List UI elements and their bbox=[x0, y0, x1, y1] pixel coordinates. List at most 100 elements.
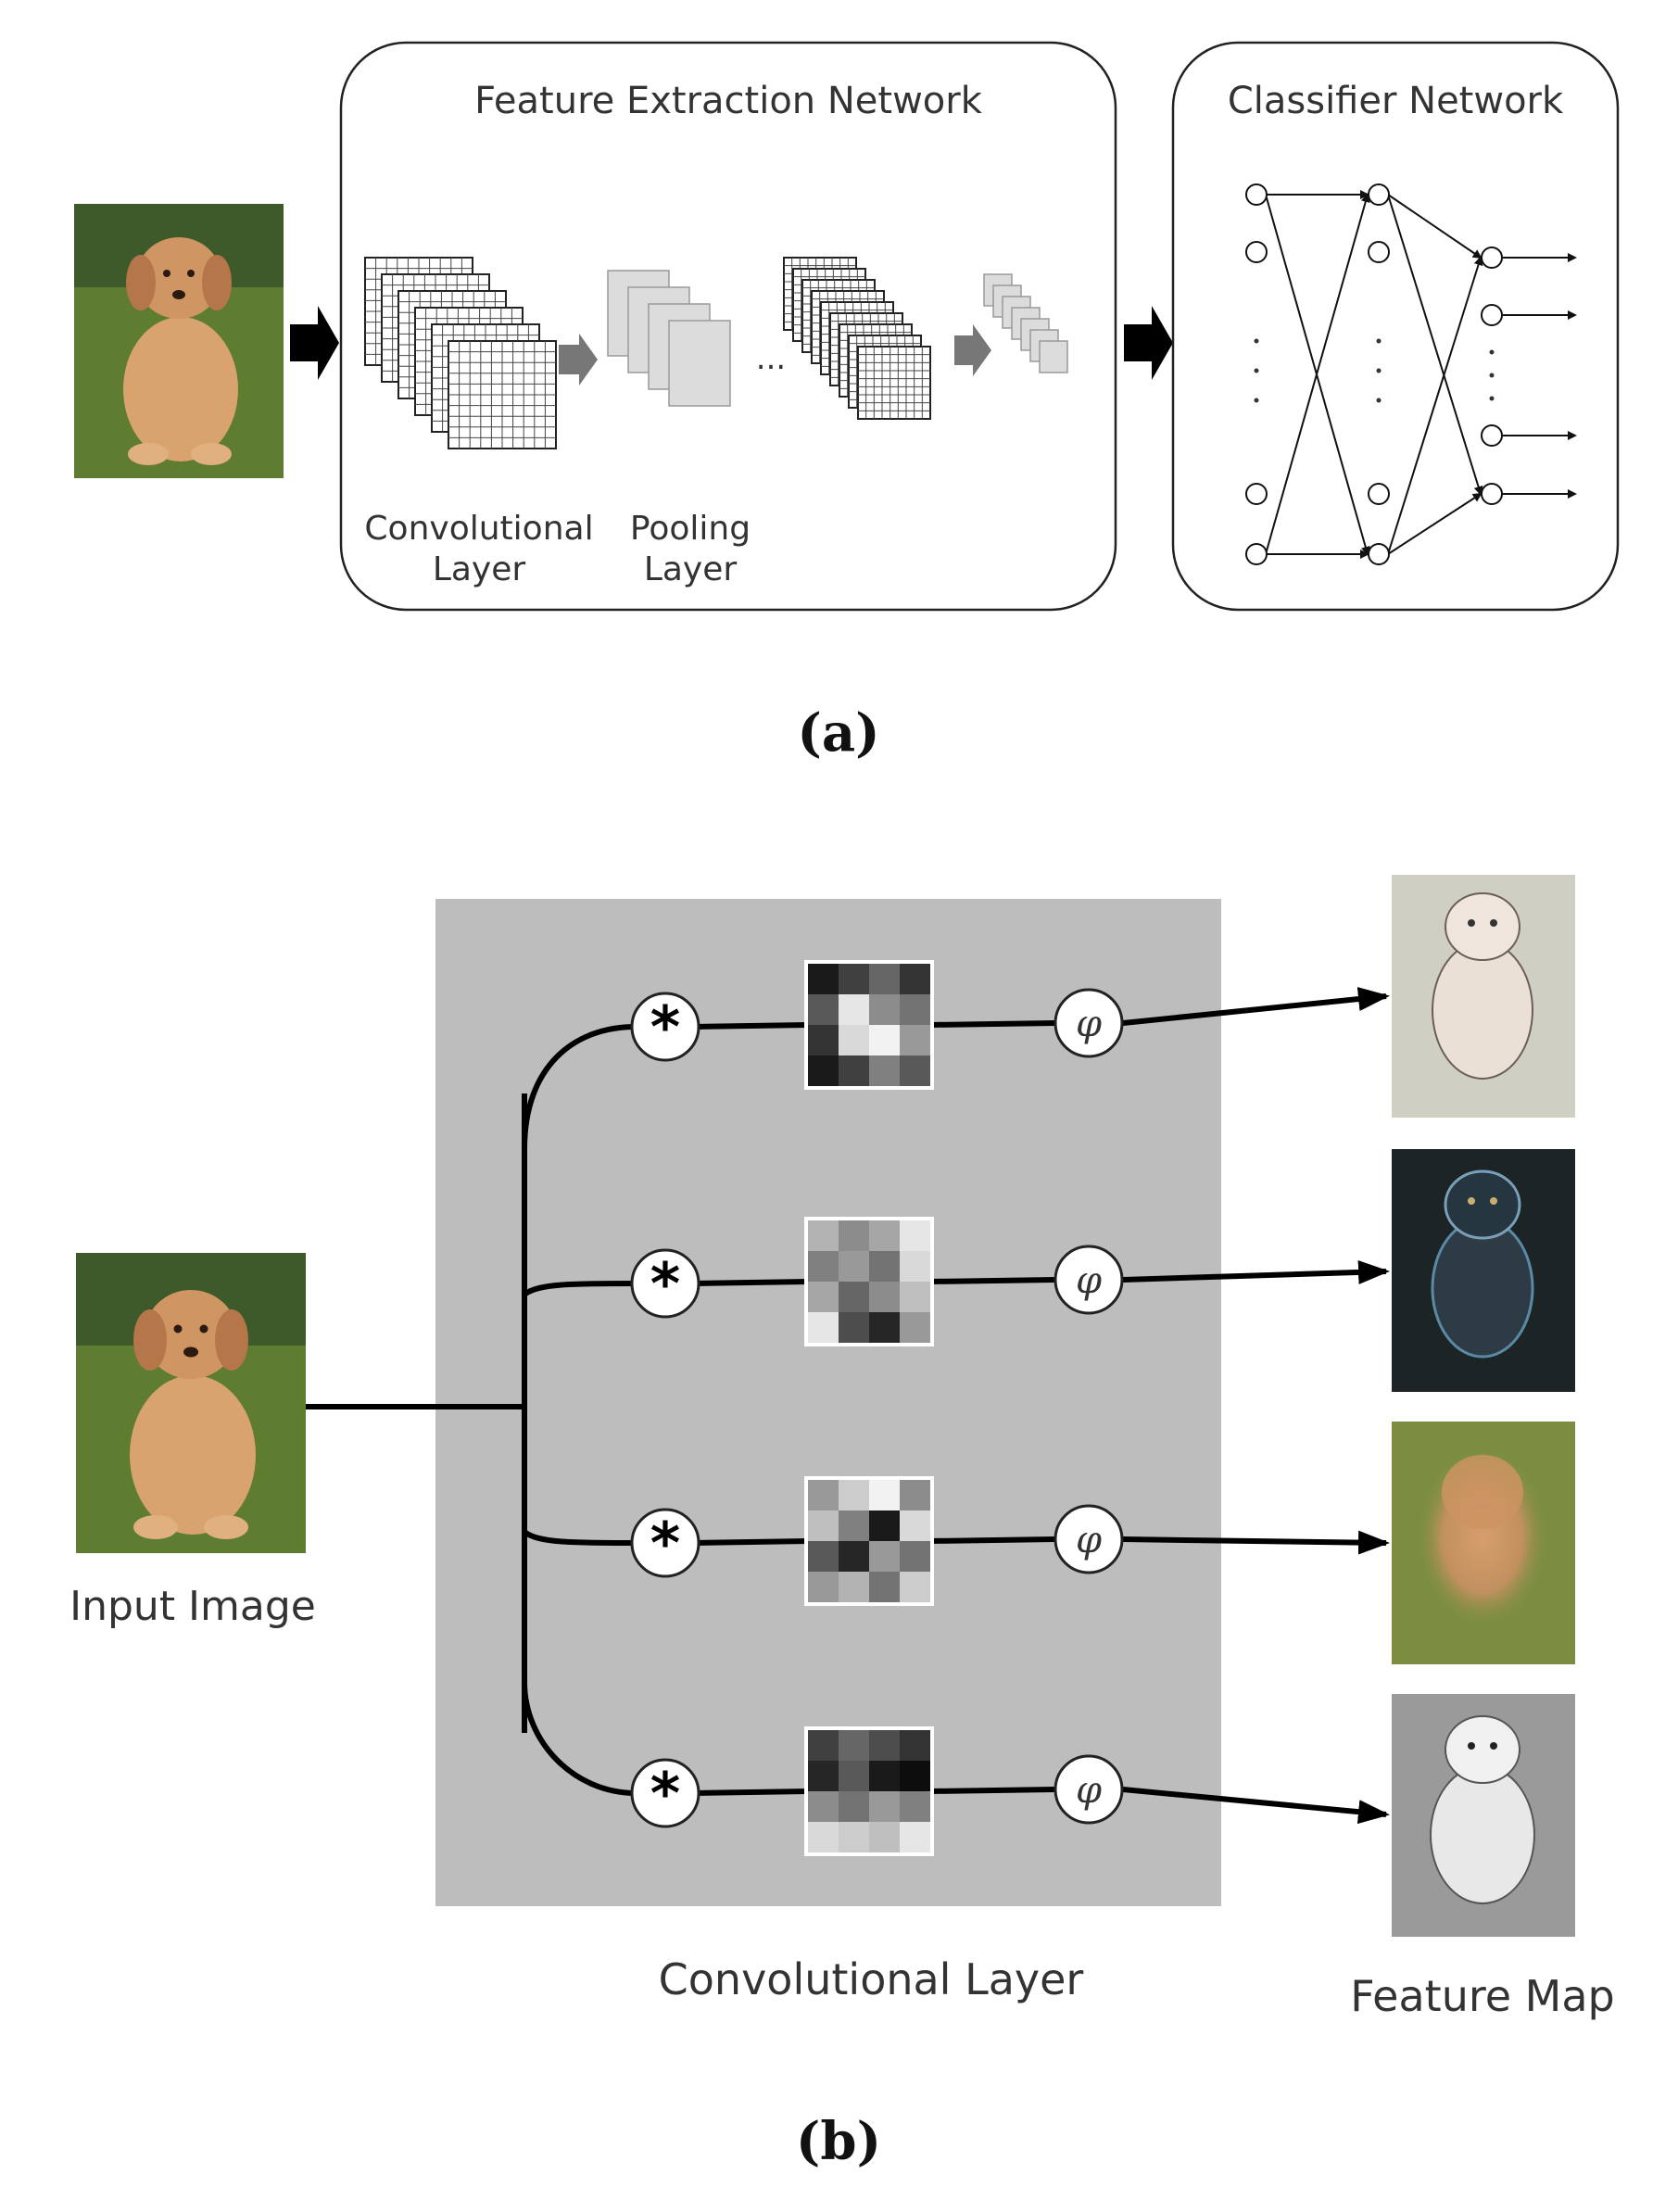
neuron bbox=[1245, 183, 1268, 206]
kernel-cell bbox=[839, 1220, 869, 1251]
branch-curve bbox=[523, 1281, 637, 1297]
kernel-cell bbox=[900, 1791, 930, 1822]
kernel-cell bbox=[900, 1312, 930, 1343]
network-edge bbox=[1387, 194, 1483, 496]
network-edge bbox=[1387, 492, 1482, 555]
caption-a: (a) bbox=[797, 702, 879, 764]
kernel-cell bbox=[900, 994, 930, 1025]
conv-layer-label-line1: Convolutional bbox=[364, 510, 593, 548]
neuron bbox=[1368, 183, 1390, 206]
kernel-cell bbox=[808, 1510, 839, 1541]
neuron bbox=[1368, 543, 1390, 565]
kernel-cell bbox=[869, 994, 900, 1025]
kernel-cell bbox=[808, 1025, 839, 1055]
convolution-symbol: * bbox=[650, 1510, 680, 1577]
kernel-cell bbox=[839, 1251, 869, 1282]
kernel-cell bbox=[869, 1251, 900, 1282]
convolutional-layer-label: Convolutional Layer bbox=[659, 1954, 1084, 2004]
input-photo-b bbox=[76, 1253, 306, 1553]
kernel-cell bbox=[808, 994, 839, 1025]
kernel-cell bbox=[869, 1761, 900, 1791]
kernel-cell bbox=[808, 1541, 839, 1572]
kernel-cell bbox=[839, 1282, 869, 1312]
conv-to-pool-arrow-deep bbox=[954, 324, 991, 376]
feature-map-3 bbox=[1392, 1422, 1575, 1664]
pool-layer-label-line1: Pooling bbox=[630, 510, 751, 548]
kernel-cell bbox=[839, 1480, 869, 1510]
neuron bbox=[1368, 241, 1390, 263]
kernel-cell bbox=[839, 1791, 869, 1822]
neuron bbox=[1245, 241, 1268, 263]
neuron bbox=[1481, 424, 1503, 447]
pool-layer-label-line2: Layer bbox=[644, 550, 738, 588]
panel-a: Feature Extraction Network ... Convoluti… bbox=[74, 41, 1620, 764]
kernel-cell bbox=[839, 1510, 869, 1541]
activation-operator bbox=[1053, 988, 1124, 1058]
kernel-cell bbox=[839, 1055, 869, 1086]
deep-pool-map-sheet bbox=[1039, 340, 1068, 373]
convolution-symbol: * bbox=[650, 1250, 680, 1318]
ellipsis-dot bbox=[1376, 398, 1382, 403]
branch-line bbox=[929, 1277, 1055, 1284]
convolutional-layer-stack bbox=[364, 257, 557, 449]
ellipsis-dot bbox=[1489, 396, 1495, 401]
kernel-cell bbox=[869, 1541, 900, 1572]
feature-map-4 bbox=[1392, 1694, 1575, 1937]
activation-symbol: φ bbox=[1076, 1519, 1102, 1561]
kernel-cell bbox=[839, 1312, 869, 1343]
pooling-layer-stack bbox=[607, 270, 731, 407]
ellipsis-dot bbox=[1376, 368, 1382, 373]
kernel-cell bbox=[839, 1761, 869, 1791]
feature-extraction-title: Feature Extraction Network bbox=[474, 80, 983, 122]
branch-curve bbox=[522, 1681, 637, 1796]
kernel-cell bbox=[808, 1572, 839, 1602]
pooling-layer-stack-deep bbox=[983, 273, 1068, 373]
kernel-cell bbox=[808, 1055, 839, 1086]
kernel-cell bbox=[869, 1791, 900, 1822]
branch-line bbox=[694, 1789, 809, 1796]
branch-line bbox=[694, 1538, 809, 1546]
kernel-cell bbox=[900, 1541, 930, 1572]
branch-arrow bbox=[1122, 1259, 1390, 1284]
kernel-cell bbox=[808, 1480, 839, 1510]
conv-layer-label-line2: Layer bbox=[433, 550, 526, 588]
pool-map-sheet bbox=[668, 320, 731, 407]
arrow-to-classifier bbox=[1124, 306, 1173, 380]
convolution-operator bbox=[630, 992, 700, 1062]
kernel-cell bbox=[900, 1025, 930, 1055]
kernel-cell bbox=[900, 964, 930, 994]
kernel-cell bbox=[808, 1220, 839, 1251]
kernel-cell bbox=[869, 1480, 900, 1510]
kernel-cell bbox=[808, 964, 839, 994]
kernel-cell bbox=[839, 1572, 869, 1602]
kernel-cell bbox=[869, 1510, 900, 1541]
neuron bbox=[1245, 483, 1268, 505]
kernel-cell bbox=[839, 1025, 869, 1055]
branch-line bbox=[694, 1279, 809, 1286]
branch-line bbox=[929, 1020, 1055, 1028]
kernel-cell bbox=[900, 1822, 930, 1852]
ellipsis-dot bbox=[1254, 398, 1259, 403]
kernel-cell bbox=[869, 1282, 900, 1312]
convolution-symbol: * bbox=[650, 993, 680, 1061]
feature-map-2 bbox=[1392, 1149, 1575, 1392]
arrow-to-features bbox=[290, 306, 339, 380]
feature-extraction-box bbox=[339, 41, 1117, 612]
kernel-cell bbox=[869, 964, 900, 994]
neuron bbox=[1481, 304, 1503, 326]
input-photo-a bbox=[74, 204, 284, 478]
ellipsis-dot bbox=[1489, 373, 1495, 378]
network-edge bbox=[1387, 194, 1482, 259]
kernel-cell bbox=[839, 994, 869, 1025]
neuron bbox=[1481, 246, 1503, 269]
kernel-cell bbox=[869, 1572, 900, 1602]
kernel-cell bbox=[869, 1055, 900, 1086]
network-edge bbox=[1387, 256, 1483, 555]
neuron bbox=[1245, 543, 1268, 565]
filter-branch-1: *φ bbox=[522, 960, 1390, 1150]
classifier-title: Classifier Network bbox=[1228, 80, 1564, 122]
branch-line bbox=[929, 1536, 1055, 1544]
feature-map-label: Feature Map bbox=[1350, 1971, 1615, 2021]
kernel-cell bbox=[869, 1025, 900, 1055]
filter-branch-4: *φ bbox=[522, 1681, 1390, 1856]
